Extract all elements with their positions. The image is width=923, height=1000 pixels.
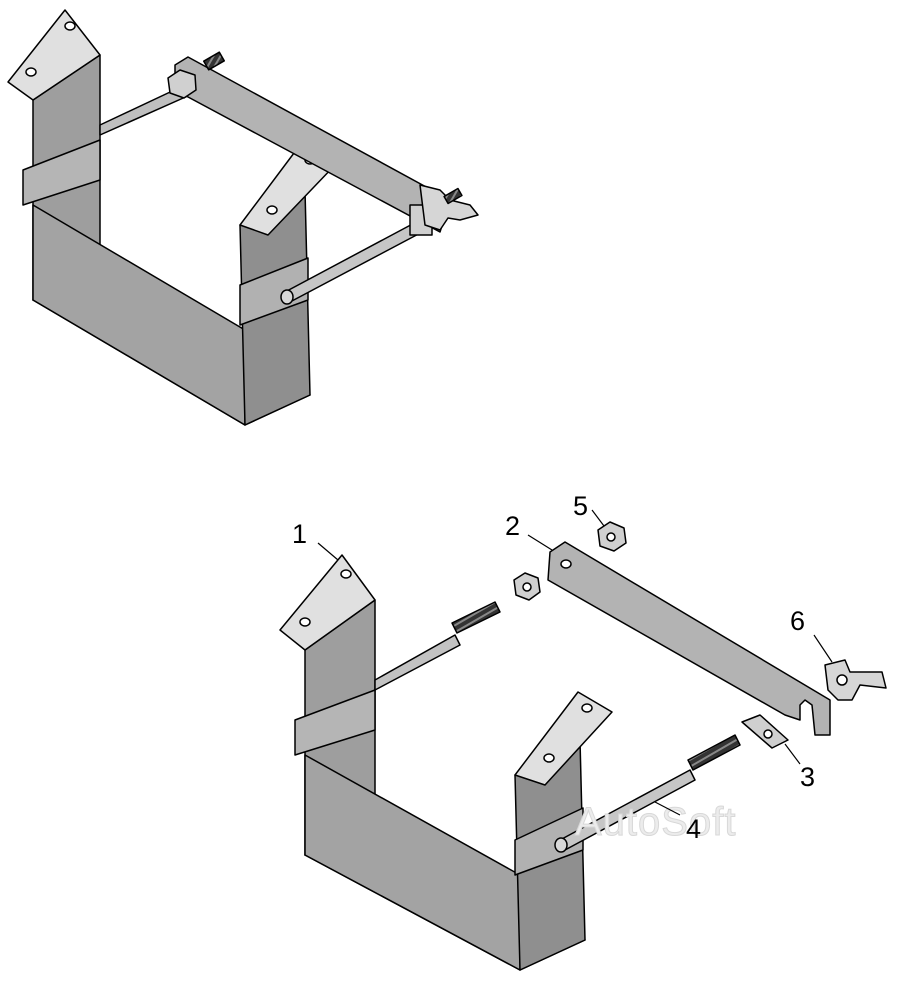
callout-1: 1 <box>292 519 307 549</box>
leader-line-4 <box>654 801 681 816</box>
assembled-wing-nut <box>419 184 479 231</box>
assembled-tie-strap <box>174 56 451 233</box>
callout-6: 6 <box>790 606 805 636</box>
upper-threaded-rod <box>374 634 461 691</box>
tie-strap-part-2 <box>547 541 831 736</box>
callout-3: 3 <box>800 762 815 792</box>
assembled-hex-nut <box>167 69 197 99</box>
leader-line-3 <box>784 743 801 765</box>
leader-line-1 <box>317 542 339 561</box>
assembled-view <box>7 9 479 426</box>
bracket-right-tab <box>514 691 613 786</box>
watermark-text: AutoSoft <box>575 800 736 844</box>
leader-line-6 <box>813 634 833 663</box>
assembled-bracket-front <box>32 204 246 426</box>
exploded-view <box>279 521 887 971</box>
leader-line-5 <box>591 509 605 527</box>
callout-4: 4 <box>686 814 701 844</box>
wing-nut-part-6 <box>824 659 887 701</box>
bracket-front <box>304 754 521 971</box>
callout-5: 5 <box>573 491 588 521</box>
assembled-bracket-left-tab <box>7 9 101 101</box>
callouts <box>317 509 833 816</box>
callout-2: 2 <box>505 511 520 541</box>
leader-line-2 <box>527 534 553 551</box>
